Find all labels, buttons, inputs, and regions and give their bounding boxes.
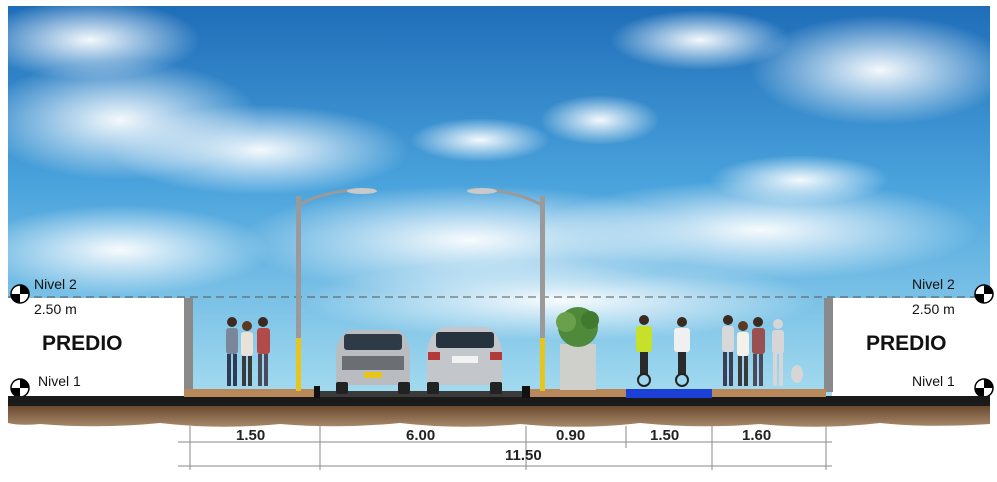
left-sidewalk bbox=[184, 389, 318, 397]
road-curb-right bbox=[522, 386, 530, 398]
left-streetlight bbox=[296, 188, 377, 391]
left-pedestrians bbox=[226, 317, 270, 386]
planter-shrub bbox=[556, 307, 599, 390]
dimension-lines bbox=[178, 426, 832, 470]
dim-planter: 0.90 bbox=[556, 427, 585, 444]
left-level-top-label: Nivel 2 bbox=[34, 276, 77, 292]
left-predio-label: PREDIO bbox=[42, 332, 123, 355]
left-height-label: 2.50 m bbox=[34, 301, 77, 317]
right-pedestrians bbox=[722, 315, 803, 386]
ground-slab bbox=[8, 396, 990, 406]
right-sidewalk bbox=[712, 389, 826, 397]
cyclists bbox=[636, 315, 690, 387]
dim-total: 11.50 bbox=[505, 447, 542, 464]
left-predio-block bbox=[8, 284, 193, 398]
left-level-bottom-label: Nivel 1 bbox=[38, 373, 81, 389]
right-level-bottom-label: Nivel 1 bbox=[912, 373, 955, 389]
dim-right-sidewalk: 1.60 bbox=[742, 427, 771, 444]
planter-strip bbox=[530, 389, 626, 397]
right-predio-label: PREDIO bbox=[866, 332, 947, 355]
right-predio-block bbox=[824, 284, 994, 398]
bike-lane bbox=[626, 389, 712, 398]
road-curb-left bbox=[314, 386, 320, 398]
dim-bike-lane: 1.50 bbox=[650, 427, 679, 444]
car-front-view bbox=[336, 330, 410, 394]
right-level-top-label: Nivel 2 bbox=[912, 276, 955, 292]
right-height-label: 2.50 m bbox=[912, 301, 955, 317]
soil bbox=[8, 406, 990, 427]
dim-left-sidewalk: 1.50 bbox=[236, 427, 265, 444]
clouds bbox=[0, 0, 997, 340]
dim-roadway: 6.00 bbox=[406, 427, 435, 444]
right-streetlight bbox=[467, 188, 545, 391]
car-rear-view bbox=[427, 327, 502, 394]
roadway bbox=[320, 391, 526, 397]
